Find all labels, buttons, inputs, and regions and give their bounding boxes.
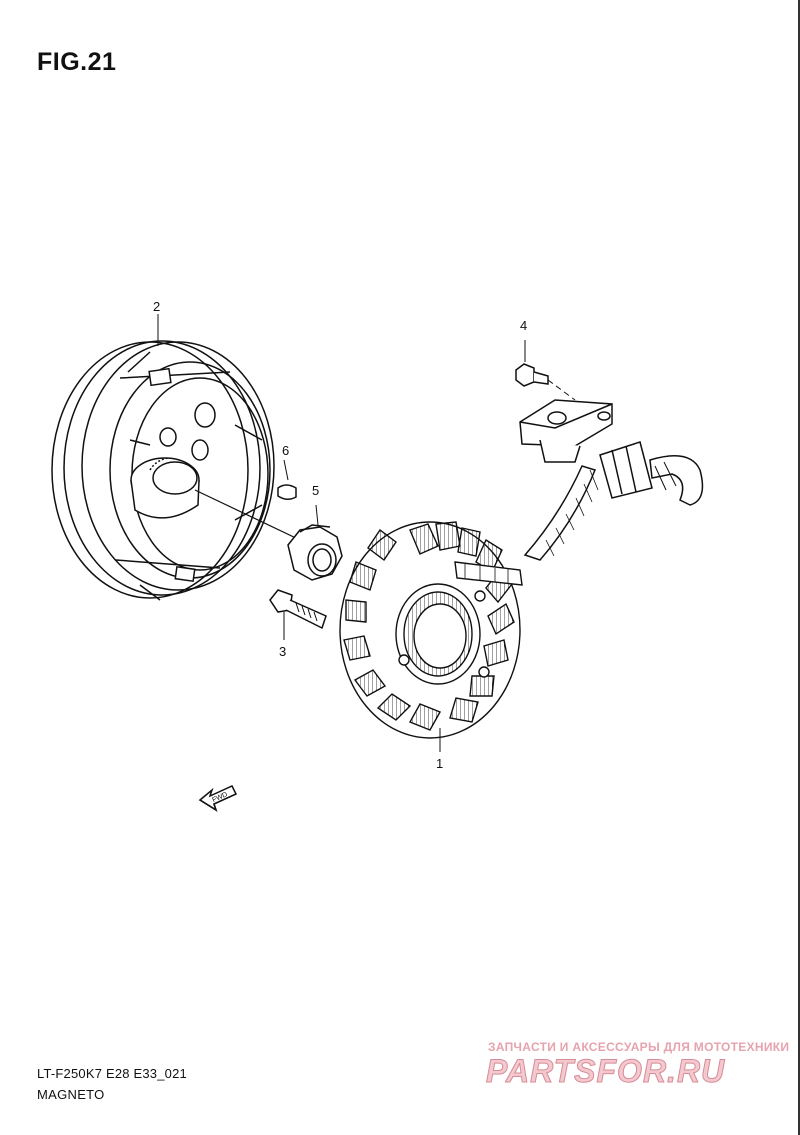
watermark-logo-text: PARTSFOR.RU (486, 1054, 725, 1088)
watermark-tagline: ЗАПЧАСТИ И АКСЕССУАРЫ ДЛЯ МОТОТЕХНИКИ (488, 1040, 790, 1054)
bolt-drawing (269, 589, 327, 640)
rotor-drawing (51, 340, 301, 601)
callout-6: 6 (282, 443, 289, 458)
callout-1: 1 (436, 756, 443, 771)
figure-title: FIG.21 (37, 48, 117, 76)
callout-5: 5 (312, 483, 319, 498)
nut-drawing (287, 504, 343, 581)
watermark-logo: PARTSFOR.RU (486, 1054, 725, 1088)
callout-4: 4 (520, 318, 527, 333)
fwd-arrow-icon: FWD (198, 785, 238, 812)
stator-drawing (339, 521, 523, 752)
key-drawing (277, 459, 297, 500)
callout-3: 3 (279, 644, 286, 659)
fwd-label: FWD (211, 791, 228, 804)
figure-caption: MAGNETO (37, 1087, 105, 1102)
callout-2: 2 (153, 299, 160, 314)
pickup-coil-drawing (519, 399, 704, 561)
screw-drawing (515, 340, 576, 401)
figure-code: LT-F250K7 E28 E33_021 (37, 1066, 187, 1081)
